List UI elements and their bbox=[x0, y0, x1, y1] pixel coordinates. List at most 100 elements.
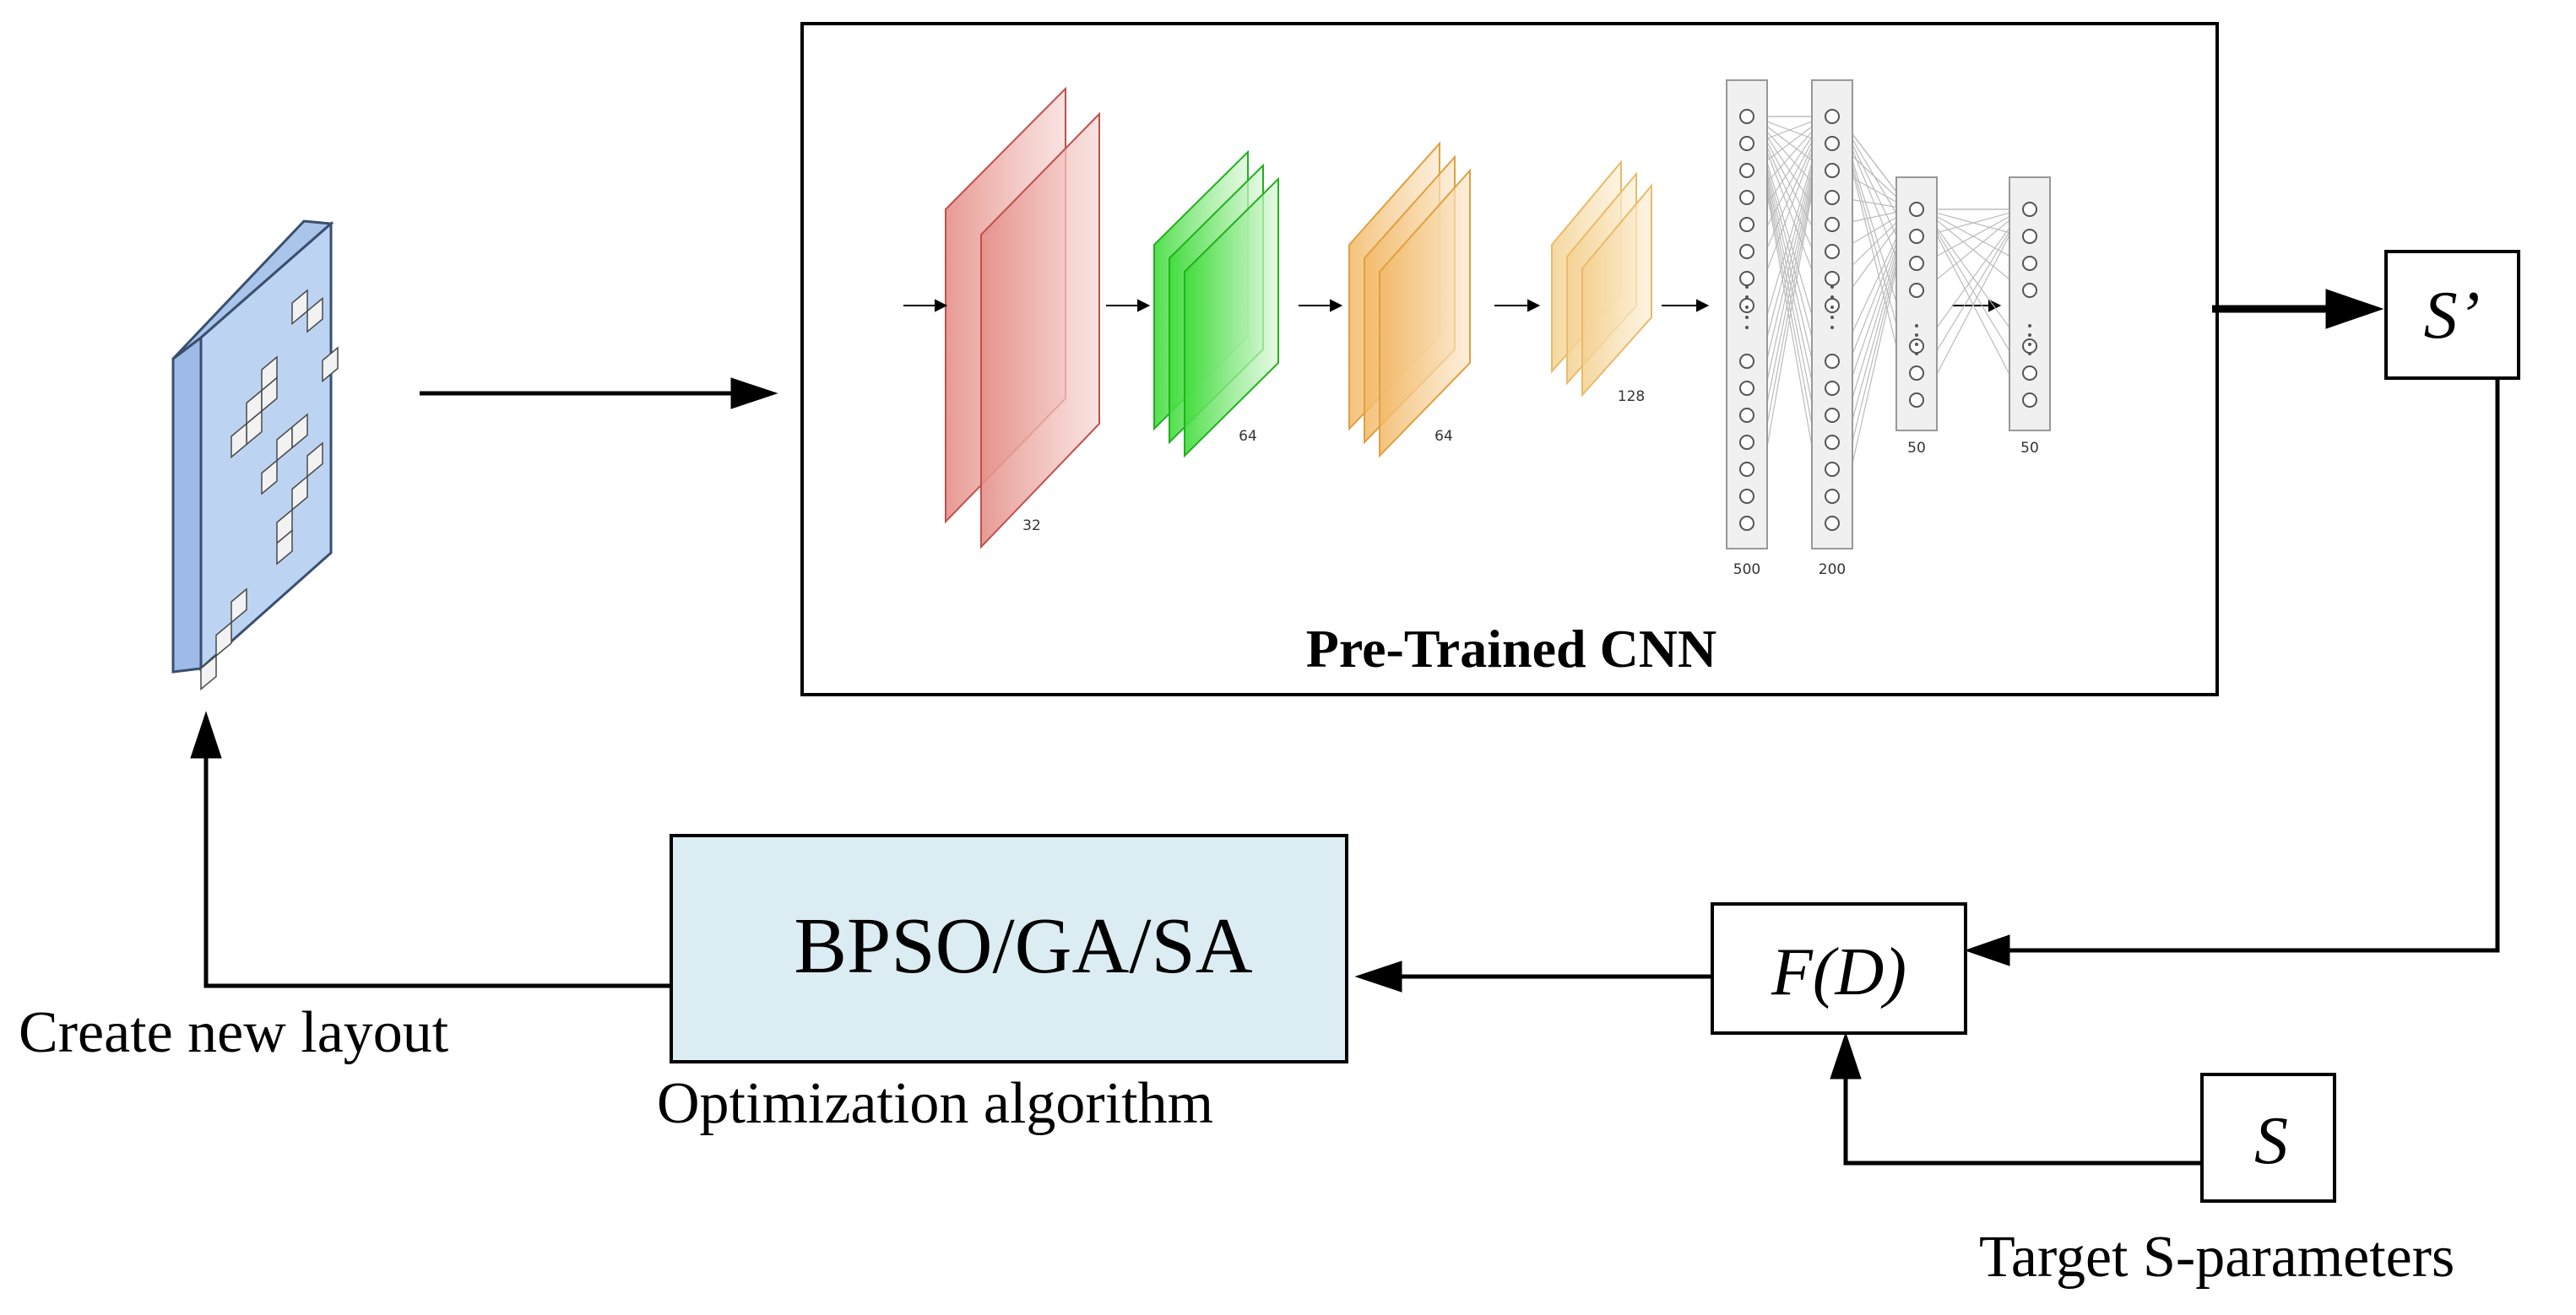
fc-50a-50b-connection bbox=[1923, 208, 2024, 347]
dense-50a-neuron bbox=[1909, 283, 1924, 298]
cnn-arrows bbox=[903, 299, 2002, 312]
label-dense-200: 200 bbox=[1819, 561, 1846, 578]
dense-500-neuron bbox=[1739, 217, 1754, 232]
cnn-arrow-4-head bbox=[1696, 299, 1710, 312]
flow-arrows bbox=[190, 289, 2500, 1166]
s-block: S bbox=[2200, 1073, 2336, 1203]
label-conv2: 64 bbox=[1239, 428, 1257, 445]
dense-500-neuron bbox=[1739, 354, 1754, 369]
dense-50b-neuron bbox=[2022, 229, 2037, 244]
dense-50a-ellipsis-dot bbox=[1915, 343, 1918, 346]
dense-200-neuron bbox=[1825, 244, 1840, 259]
dense-200-neuron bbox=[1825, 136, 1840, 151]
conv4-plane-3 bbox=[1581, 183, 1652, 398]
arrow-sprime-to-fd-head bbox=[1964, 934, 2010, 966]
dense-200-neuron bbox=[1825, 381, 1840, 396]
layout-pixel bbox=[291, 413, 308, 450]
optimizer-block: BPSO/GA/SA bbox=[670, 834, 1348, 1063]
dense-50a-column bbox=[1895, 176, 1938, 431]
dense-500-ellipsis-dot bbox=[1745, 285, 1749, 289]
dense-500-neuron bbox=[1739, 381, 1754, 396]
cnn-arrow-1-head bbox=[1137, 299, 1151, 312]
dense-500-ellipsis-dot bbox=[1745, 295, 1749, 299]
cnn-title: Pre-Trained CNN bbox=[1306, 619, 1716, 679]
dense-50b-ellipsis-dot bbox=[2028, 324, 2031, 327]
s-box bbox=[2200, 1073, 2336, 1203]
layout-pixel bbox=[230, 422, 247, 459]
arrow-fd-to-optimizer-head bbox=[1354, 961, 1402, 993]
arrow-optimizer-to-layout-head bbox=[190, 711, 222, 759]
dense-500-neuron bbox=[1739, 435, 1754, 450]
conv1-plane-front bbox=[980, 111, 1100, 549]
dense-500-neuron bbox=[1739, 109, 1754, 124]
target-label: Target S-parameters bbox=[1979, 1225, 2454, 1290]
conv-layer-2 bbox=[1153, 149, 1279, 458]
cnn-arrow-3-head bbox=[1527, 299, 1541, 312]
line-optimizer-to-layout bbox=[203, 756, 671, 988]
label-dense-50a: 50 bbox=[1907, 440, 1926, 457]
dense-50a-neuron bbox=[1909, 202, 1924, 217]
dense-50b-ellipsis-dot bbox=[2028, 343, 2031, 346]
dense-50b-neuron bbox=[2022, 256, 2037, 271]
dense-50a-neuron bbox=[1909, 256, 1924, 271]
dense-50a-neuron bbox=[1909, 365, 1924, 381]
dense-500-ellipsis-dot bbox=[1745, 326, 1749, 329]
label-conv4: 128 bbox=[1618, 388, 1645, 405]
dense-50b-ellipsis-dot bbox=[2028, 333, 2031, 337]
layout-pixel bbox=[291, 474, 308, 511]
dense-50b-column bbox=[2009, 176, 2051, 431]
dense-50b-neuron bbox=[2022, 283, 2037, 298]
dense-200-neuron bbox=[1825, 489, 1840, 504]
dense-200-neuron bbox=[1825, 408, 1840, 423]
fc-50a-50b-connection bbox=[1923, 208, 2024, 237]
dense-200-neuron bbox=[1825, 163, 1840, 178]
dense-500-neuron bbox=[1739, 136, 1754, 151]
fc-50a-50b-connection bbox=[1923, 208, 2024, 374]
fc-50a-50b-connection bbox=[1923, 208, 2024, 291]
fd-label: F(D) bbox=[1771, 935, 1906, 1009]
dense-500-neuron bbox=[1739, 244, 1754, 259]
dense-200-neuron bbox=[1825, 354, 1840, 369]
layout-pixel bbox=[261, 458, 278, 495]
dense-50a-neuron bbox=[1909, 229, 1924, 244]
layout-pixel bbox=[322, 346, 339, 383]
conv3-plane-3 bbox=[1379, 168, 1471, 458]
dense-500-neuron bbox=[1739, 462, 1754, 477]
conv-layer-4 bbox=[1551, 160, 1652, 398]
arrow-layout-to-cnn-head bbox=[730, 377, 778, 409]
dense-500-neuron bbox=[1739, 190, 1754, 205]
layout-board bbox=[171, 219, 339, 691]
layout-board-front bbox=[199, 220, 333, 672]
layout-pixel bbox=[215, 620, 232, 658]
s-label: S bbox=[2254, 1104, 2288, 1178]
dense-200-ellipsis-dot bbox=[1830, 326, 1834, 329]
dense-layers bbox=[1726, 79, 2051, 549]
arrow-cnn-to-sprime-head bbox=[2325, 289, 2384, 329]
cnn-arrow-in-head bbox=[935, 299, 948, 312]
optimizer-label: BPSO/GA/SA bbox=[794, 902, 1252, 990]
conv-layer-1 bbox=[945, 86, 1100, 549]
cnn-arrow-2-head bbox=[1330, 299, 1343, 312]
dense-500-neuron bbox=[1739, 271, 1754, 286]
neurons bbox=[1739, 109, 2037, 531]
fd-block: F(D) bbox=[1711, 902, 1967, 1035]
dense-200-neuron bbox=[1825, 271, 1840, 286]
s-prime-label: S’ bbox=[2424, 279, 2481, 353]
layout-pixels bbox=[200, 289, 339, 691]
dense-200-neuron bbox=[1825, 109, 1840, 124]
create-layout-label: Create new layout bbox=[19, 1000, 449, 1065]
dense-50b-neuron bbox=[2022, 392, 2037, 408]
fd-box bbox=[1711, 902, 1967, 1035]
conv-layer-3 bbox=[1348, 141, 1471, 458]
layout-board-side bbox=[171, 334, 203, 674]
s-prime-box bbox=[2384, 250, 2520, 380]
dense-50a-ellipsis-dot bbox=[1915, 324, 1918, 327]
dense-500-ellipsis-dot bbox=[1745, 306, 1749, 309]
label-dense-500: 500 bbox=[1733, 561, 1760, 578]
arrow-s-to-fd-head bbox=[1830, 1031, 1862, 1080]
dense-500-neuron bbox=[1739, 489, 1754, 504]
dense-200-ellipsis-dot bbox=[1830, 316, 1834, 319]
layout-pixel bbox=[306, 296, 323, 333]
